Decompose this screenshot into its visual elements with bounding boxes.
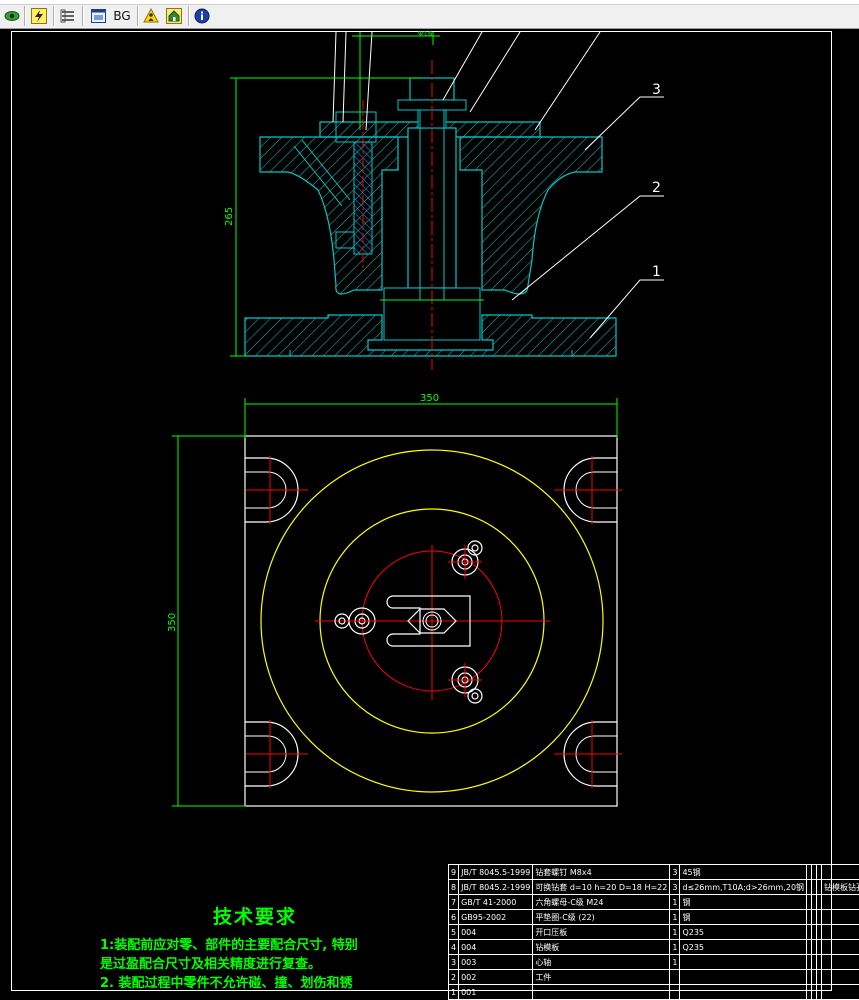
technical-requirements: 技术要求 1:装配前应对零、部件的主要配合尺寸, 特别 是过盈配合尺寸及相关精度… bbox=[100, 902, 430, 993]
bom-cell bbox=[822, 865, 859, 880]
bom-cell: Q235 bbox=[680, 940, 807, 955]
tech-requirement-line: 2. 装配过程中零件不允许碰、撞、划伤和锈 bbox=[100, 974, 430, 993]
bom-cell: 9 bbox=[449, 865, 459, 880]
bom-cell: 2 bbox=[449, 970, 459, 985]
bom-cell bbox=[670, 970, 680, 985]
balloon-2: 2 bbox=[652, 180, 661, 196]
balloon-1: 1 bbox=[652, 264, 661, 280]
bom-cell: JB/T 8045.2-1999 bbox=[459, 880, 533, 895]
bom-cell: 钻模板钻孔时 B 级 bbox=[822, 880, 859, 895]
tech-requirements-title: 技术要求 bbox=[80, 902, 430, 929]
bom-cell: Q235 bbox=[680, 925, 807, 940]
dim-height-plan: 350 bbox=[167, 613, 178, 632]
tech-requirement-line: 是过盈配合尺寸及相关精度进行复查。 bbox=[100, 955, 430, 974]
body-left bbox=[260, 137, 398, 294]
plan-view: 350 350 bbox=[167, 393, 622, 806]
bom-cell: 六角螺母-C级 M24 bbox=[533, 895, 670, 910]
bom-cell bbox=[822, 925, 859, 940]
dim-width: 350 bbox=[420, 393, 439, 404]
bom-cell bbox=[822, 955, 859, 970]
dim-small: Ψ16 bbox=[418, 30, 433, 38]
bom-cell: 002 bbox=[459, 970, 533, 985]
bom-cell: 开口压板 bbox=[533, 925, 670, 940]
bom-cell: 1 bbox=[670, 910, 680, 925]
bom-cell: 钻套螺钉 M8x4 bbox=[533, 865, 670, 880]
bom-cell: 8 bbox=[449, 880, 459, 895]
bom-cell: 钢 bbox=[680, 910, 807, 925]
bom-cell: d≤26mm,T10A;d>26mm,20钢 bbox=[680, 880, 807, 895]
bom-cell: 004 bbox=[459, 940, 533, 955]
bom-cell: 5 bbox=[449, 925, 459, 940]
body-right bbox=[460, 137, 602, 294]
bom-cell: 003 bbox=[459, 955, 533, 970]
bom-cell: GB/T 41-2000 bbox=[459, 895, 533, 910]
balloon-3: 3 bbox=[652, 82, 661, 98]
bom-cell: 3 bbox=[670, 880, 680, 895]
bom-cell: 钻模板 bbox=[533, 940, 670, 955]
bom-cell: 1 bbox=[670, 895, 680, 910]
bom-cell: 45钢 bbox=[680, 865, 807, 880]
bom-cell bbox=[822, 910, 859, 925]
bom-cell: 钢 bbox=[680, 895, 807, 910]
bom-cell: JB/T 8045.5-1999 bbox=[459, 865, 533, 880]
bom-cell: 工件 bbox=[533, 970, 670, 985]
bom-cell bbox=[680, 970, 807, 985]
section-view: 3 2 1 265 Ψ16 bbox=[224, 30, 664, 370]
tech-requirement-line: 1:装配前应对零、部件的主要配合尺寸, 特别 bbox=[100, 936, 430, 955]
bom-cell: 1 bbox=[670, 955, 680, 970]
bom-cell: GB95-2002 bbox=[459, 910, 533, 925]
bom-cell: 6 bbox=[449, 910, 459, 925]
bom-cell bbox=[822, 970, 859, 985]
bom-cell bbox=[680, 955, 807, 970]
bom-cell: 004 bbox=[459, 925, 533, 940]
bom-cell: 心轴 bbox=[533, 955, 670, 970]
bom-cell bbox=[822, 895, 859, 910]
bom-cell: 3 bbox=[449, 955, 459, 970]
dim-height: 265 bbox=[224, 207, 235, 226]
bom-cell: 1 bbox=[670, 940, 680, 955]
bom-cell: 4 bbox=[449, 940, 459, 955]
bom-cell: 平垫圈-C级 (22) bbox=[533, 910, 670, 925]
bom-cell: 可换钻套 d=10 h=20 D=18 H=22 bbox=[533, 880, 670, 895]
bom-cell bbox=[822, 940, 859, 955]
bom-cell: 7 bbox=[449, 895, 459, 910]
bom-cell: 1 bbox=[670, 925, 680, 940]
bom-cell: 3 bbox=[670, 865, 680, 880]
